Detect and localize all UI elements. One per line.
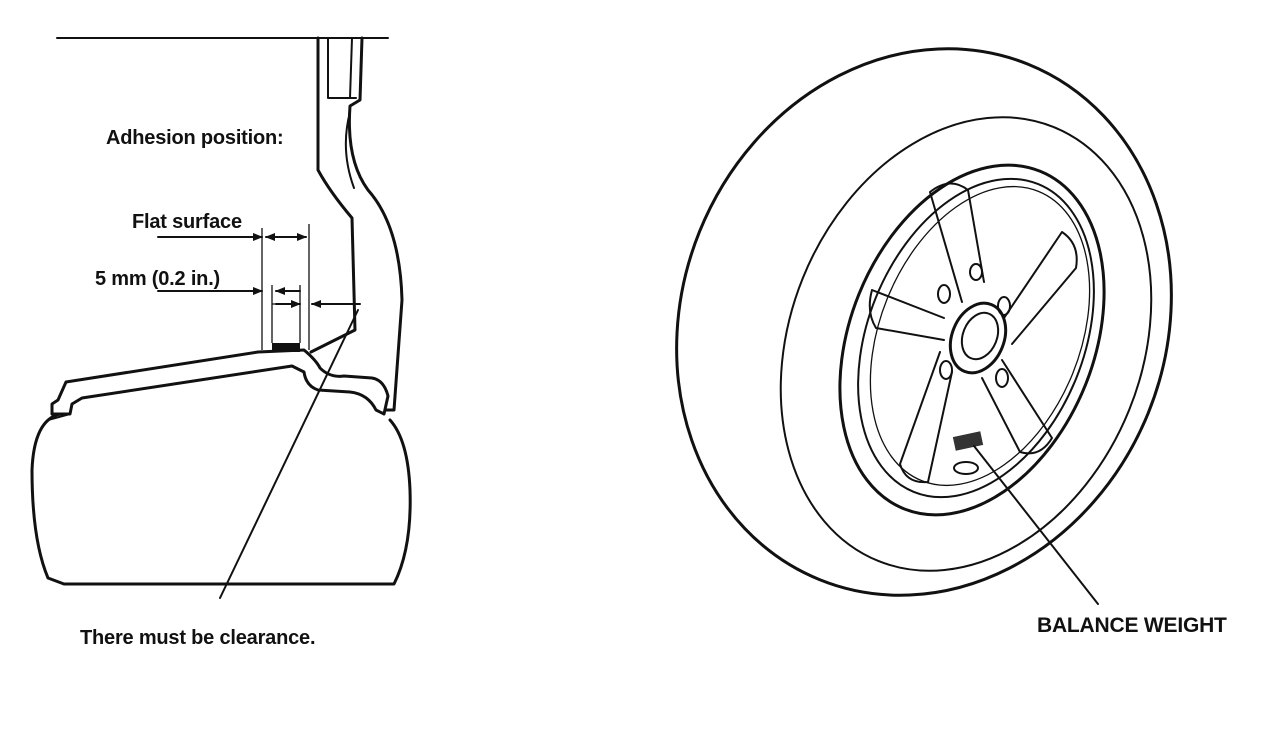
lug-nut	[995, 368, 1009, 388]
tire-outer	[675, 47, 1173, 597]
adhesion-position-label: Adhesion position:	[106, 127, 284, 149]
lug-nut	[937, 284, 951, 304]
tire-sidewall	[779, 116, 1153, 572]
rim-lip	[869, 185, 1091, 487]
valve-stem	[953, 461, 979, 475]
wheel-disc-profile	[309, 36, 404, 412]
spoke	[899, 351, 953, 484]
balance-weight-block	[272, 343, 300, 352]
spoke	[868, 289, 945, 341]
hub-slot	[327, 37, 357, 99]
balance-weight-block	[952, 431, 984, 451]
hub-bore	[960, 311, 1000, 361]
spoke	[1003, 231, 1078, 345]
rim-outer	[838, 163, 1106, 517]
clearance-leader	[219, 309, 359, 599]
tire-section	[30, 412, 412, 586]
five-mm-label: 5 mm (0.2 in.)	[95, 268, 221, 290]
rim-inner	[857, 177, 1095, 499]
balance-weight-leader	[973, 445, 1099, 605]
tire-inner	[47, 413, 71, 421]
balance-weight-label: BALANCE WEIGHT	[1037, 614, 1227, 637]
hub-outer	[948, 301, 1008, 375]
wheel-cross-section	[30, 36, 412, 599]
spoke-recess	[344, 111, 355, 189]
spoke	[981, 359, 1053, 455]
flat-surface-label: Flat surface	[132, 211, 242, 233]
rim-profile	[50, 348, 390, 416]
lug-nut	[997, 296, 1011, 316]
wheel-perspective	[675, 47, 1173, 605]
spoke	[929, 182, 985, 303]
lug-nut	[939, 360, 953, 380]
clearance-label: There must be clearance.	[80, 627, 316, 649]
lug-nut	[969, 263, 983, 281]
